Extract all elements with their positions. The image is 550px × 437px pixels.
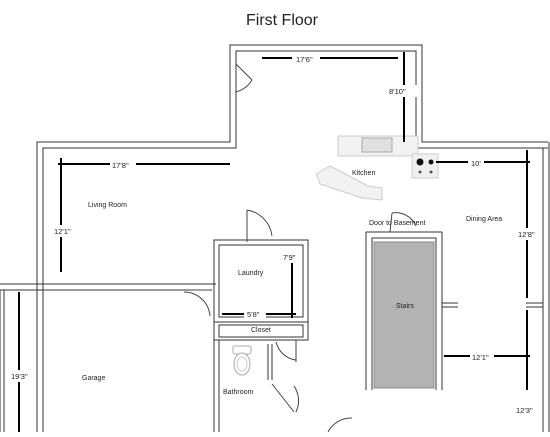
dim-lower-right-depth: 12'3" [516,406,533,415]
dimension-labels: 17'6" 8'10" 17'8" 12'1" 10' 12'8" 7'9" 5… [10,52,542,416]
floor-plan-title: First Floor [246,12,318,29]
dim-upper-depth: 8'10" [389,87,406,96]
kitchen-fixtures [315,135,439,201]
living-room-label: Living Room [88,202,127,209]
dim-living-width: 17'8" [112,161,129,170]
dim-laundry-width: 5'8" [247,310,260,319]
dim-stairs-width: 12'1" [472,353,489,362]
exterior-walls [0,44,550,436]
dim-upper-width: 17'6" [296,55,313,64]
dimension-lines [18,52,530,432]
stairs-label: Stairs [396,303,414,310]
dining-area-label: Dining Area [466,216,502,223]
dim-dining-depth: 12'8" [518,230,535,239]
kitchen-label: Kitchen [352,170,375,177]
dim-dining-width: 10' [471,159,481,168]
stairs-block [373,241,435,389]
bathroom-label: Bathroom [223,389,254,396]
toilet [232,345,252,376]
door-to-basement-label: Door to Basement [369,220,425,227]
laundry-label: Laundry [238,270,264,277]
dim-laundry-depth: 7'9" [283,253,296,262]
dim-living-depth: 12'1" [54,227,71,236]
dim-garage-depth: 19'3" [11,372,28,381]
closet-label: Closet [251,327,271,334]
garage-label: Garage [82,375,105,382]
interior-walls [213,231,543,432]
doors [183,63,417,433]
